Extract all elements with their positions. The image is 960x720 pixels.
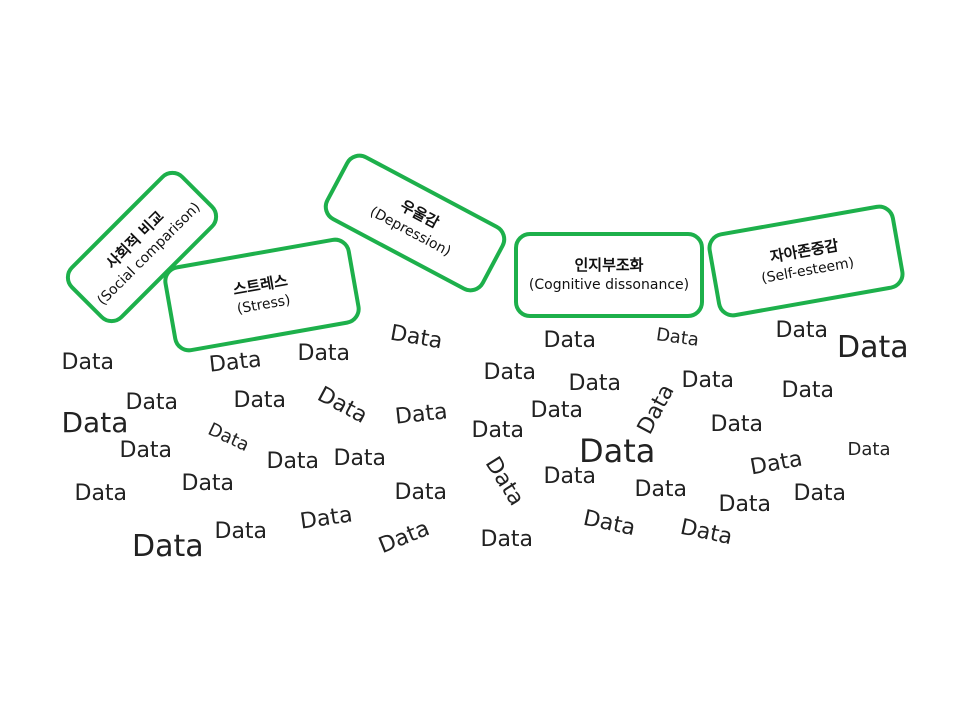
data-label: Data: [393, 398, 449, 430]
data-label: Data: [387, 320, 444, 354]
data-label: Data: [181, 470, 235, 496]
data-label: Data: [374, 515, 433, 559]
concept-box-self-esteem: 자아존중감 (Self-esteem): [704, 202, 908, 320]
data-label: Data: [480, 526, 534, 552]
data-label: Data: [543, 327, 597, 353]
data-label: Data: [681, 367, 735, 393]
data-label: Data: [119, 437, 173, 463]
data-label: Data: [579, 432, 656, 470]
data-label: Data: [204, 418, 252, 456]
data-label: Data: [793, 480, 847, 506]
concept-label-en: (Cognitive dissonance): [528, 277, 690, 293]
data-label: Data: [207, 346, 263, 378]
data-label: Data: [74, 480, 128, 506]
data-label: Data: [394, 479, 448, 505]
data-label: Data: [483, 359, 537, 385]
data-label: Data: [297, 340, 351, 366]
concept-box-cognitive-dissonance: 인지부조화 (Cognitive dissonance): [514, 232, 704, 318]
data-label: Data: [781, 377, 835, 403]
data-label: Data: [132, 528, 204, 564]
data-label: Data: [479, 452, 529, 510]
data-label: Data: [677, 514, 735, 550]
data-label: Data: [233, 387, 287, 413]
data-label: Data: [266, 448, 320, 474]
data-label: Data: [333, 445, 387, 471]
data-label: Data: [775, 317, 829, 343]
data-label: Data: [312, 381, 371, 429]
concept-box-stress: 스트레스 (Stress): [160, 235, 364, 355]
data-label: Data: [530, 397, 584, 423]
data-label: Data: [61, 349, 115, 375]
data-label: Data: [632, 379, 680, 439]
concept-label-ko: 인지부조화: [574, 256, 644, 274]
data-label: Data: [568, 370, 622, 396]
data-label: Data: [747, 446, 804, 480]
data-label: Data: [298, 501, 354, 535]
data-label: Data: [634, 476, 688, 502]
data-label: Data: [847, 438, 891, 460]
data-label: Data: [543, 463, 597, 489]
data-label: Data: [837, 329, 909, 365]
data-label: Data: [718, 491, 772, 517]
data-label: Data: [125, 389, 179, 415]
data-label: Data: [580, 505, 638, 541]
data-label: Data: [471, 417, 525, 443]
data-label: Data: [61, 405, 129, 439]
data-label: Data: [654, 323, 700, 351]
data-label: Data: [710, 411, 764, 437]
data-label: Data: [214, 518, 268, 544]
